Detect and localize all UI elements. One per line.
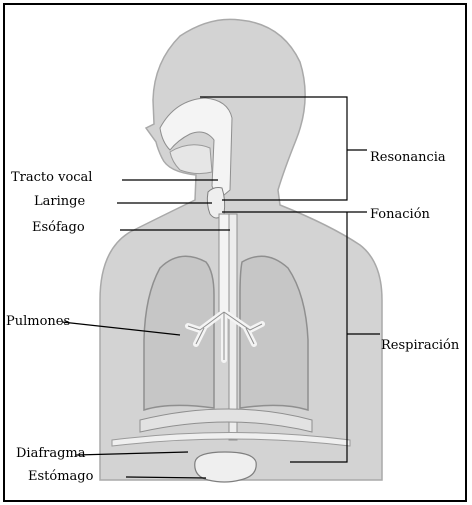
label-pulmones: Pulmones [6, 314, 70, 329]
label-laringe: Laringe [34, 194, 85, 209]
label-esofago: Esófago [32, 220, 85, 235]
label-respiracion: Respiración [381, 338, 459, 353]
label-fonacion: Fonación [370, 207, 430, 222]
label-estomago: Estómago [28, 469, 93, 484]
label-resonancia: Resonancia [370, 150, 446, 165]
label-tracto-vocal: Tracto vocal [11, 170, 92, 185]
label-diafragma: Diafragma [16, 446, 86, 461]
trachea [219, 214, 229, 314]
esophagus [229, 214, 237, 440]
